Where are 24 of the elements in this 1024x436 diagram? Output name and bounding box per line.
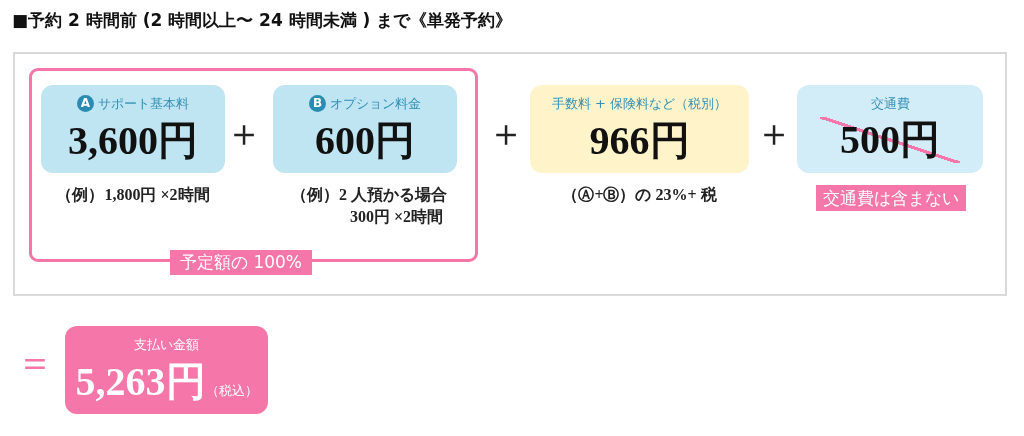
card-heading: 支払い金額 (134, 336, 199, 352)
price-amount: 5,263円 (75, 359, 206, 404)
example-note: （例）1,800円 ×2時間 (56, 186, 210, 203)
card-heading: サポート基本料 (98, 95, 189, 111)
plus-sign: ＋ (225, 111, 263, 155)
tax-note: （税込） (205, 383, 258, 398)
price-amount: 966円 (589, 118, 690, 163)
example-note: 300円 ×2時間 (349, 208, 443, 225)
equals-sign: ＝ (16, 340, 54, 384)
example-note: （例）2 人預かる場合 (291, 186, 447, 203)
page-title: ■予約 2 時間前 (2 時間以上〜 24 時間未満 ) まで《単発予約》 (12, 9, 513, 32)
card-heading: オプション料金 (330, 95, 421, 111)
price-amount: 3,600円 (68, 118, 198, 163)
formula-note: （Ⓐ+Ⓑ）の 23%+ 税 (562, 186, 717, 203)
struck-price: 500円 (820, 117, 960, 163)
percentage-tag: 予定額の 100% (170, 250, 312, 275)
card-heading: 交通費 (870, 95, 910, 111)
price-amount: 600円 (315, 118, 415, 163)
letter-badge: B (309, 95, 326, 112)
letter-badge: A (77, 95, 94, 112)
plus-sign: ＋ (487, 111, 525, 155)
card-heading: 手数料 + 保険料など（税別） (551, 95, 728, 111)
plus-sign: ＋ (755, 111, 793, 155)
exclusion-tag: 交通費は含まない (816, 185, 966, 211)
